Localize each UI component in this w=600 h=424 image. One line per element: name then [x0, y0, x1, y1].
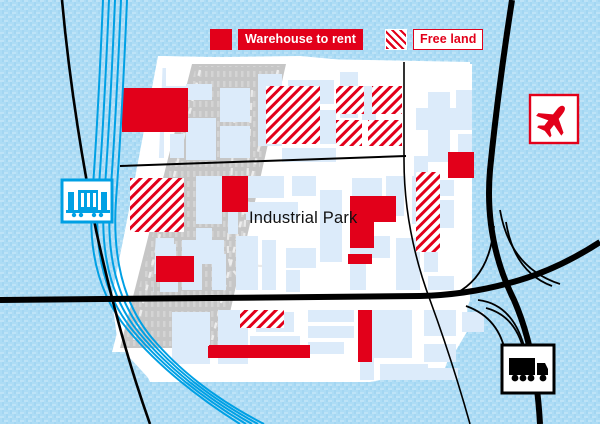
warehouse-block — [156, 256, 176, 278]
ramp-ne-2 — [505, 221, 553, 287]
airport-marker[interactable] — [528, 93, 580, 145]
legend-label-warehouse-to-rent: Warehouse to rent — [238, 29, 363, 50]
railway-lines — [90, 0, 265, 424]
warehouse-block — [448, 152, 474, 178]
free-land-plots — [130, 86, 440, 328]
railway-station-marker[interactable] — [60, 178, 114, 224]
warehouse-block — [222, 176, 248, 212]
ramp-nw — [454, 225, 495, 295]
warehouse-block — [122, 88, 188, 132]
freight-terminal-marker[interactable] — [500, 343, 556, 395]
warehouse-block — [350, 196, 374, 248]
legend-label-free-land: Free land — [412, 29, 484, 50]
street-internal-upper — [119, 155, 407, 167]
train-icon — [66, 190, 110, 218]
legend-swatch-hatched-red — [384, 29, 407, 50]
airplane-icon — [536, 105, 565, 138]
highway-main-east-west — [0, 239, 600, 303]
road-park-boundary-east — [403, 62, 471, 424]
map-legend: Warehouse to rent Free land — [210, 29, 484, 50]
area-label-industrial-park: Industrial Park — [249, 209, 358, 227]
warehouse-block — [348, 254, 372, 264]
legend-swatch-solid-red — [210, 29, 232, 50]
ramp-ne — [499, 209, 561, 285]
warehouse-to-rent-blocks-extra — [209, 340, 372, 362]
ramp-se — [477, 299, 525, 347]
legend-item-warehouse-to-rent[interactable]: Warehouse to rent — [210, 29, 363, 50]
legend-item-free-land[interactable]: Free land — [384, 29, 484, 50]
truck-icon — [509, 358, 548, 382]
road-diagonal-west — [60, 0, 152, 424]
